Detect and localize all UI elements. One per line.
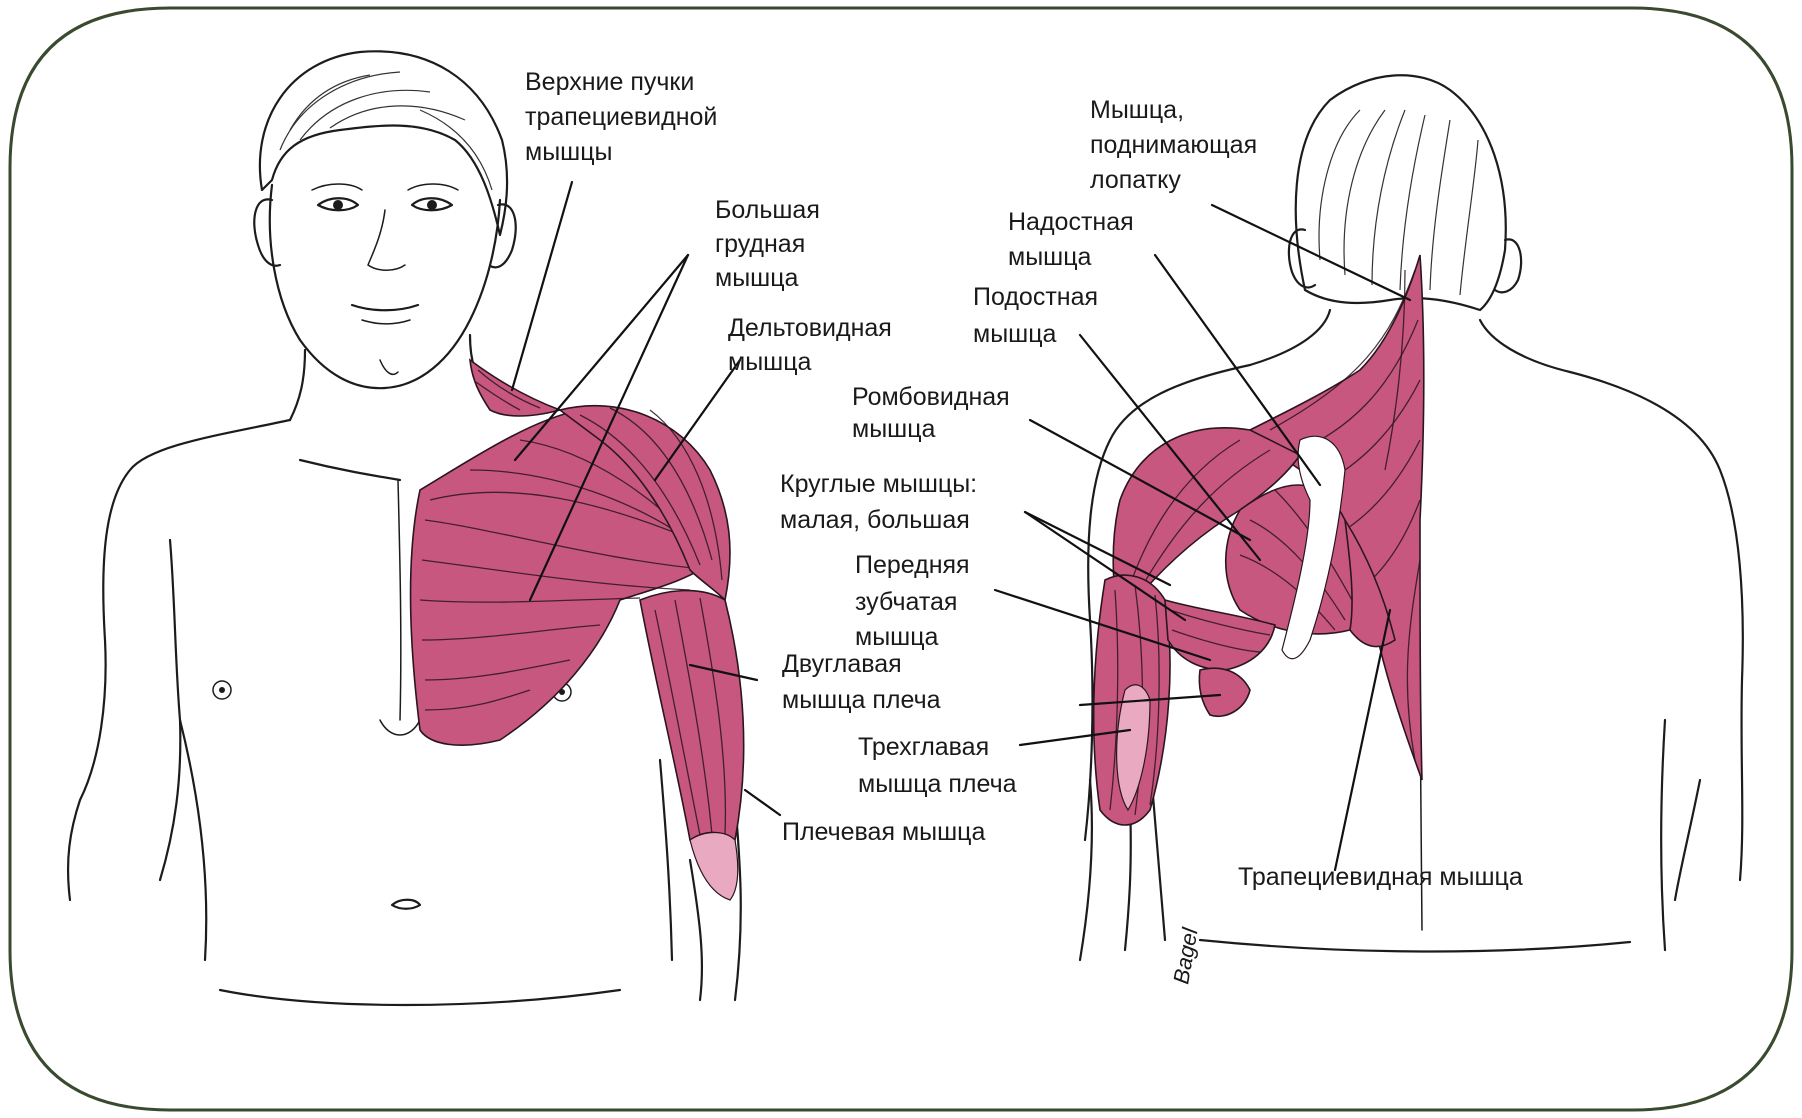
label-trapezius: Трапециевидная мышца: [1238, 863, 1523, 891]
label-brachialis: Плечевая мышца: [782, 818, 985, 846]
